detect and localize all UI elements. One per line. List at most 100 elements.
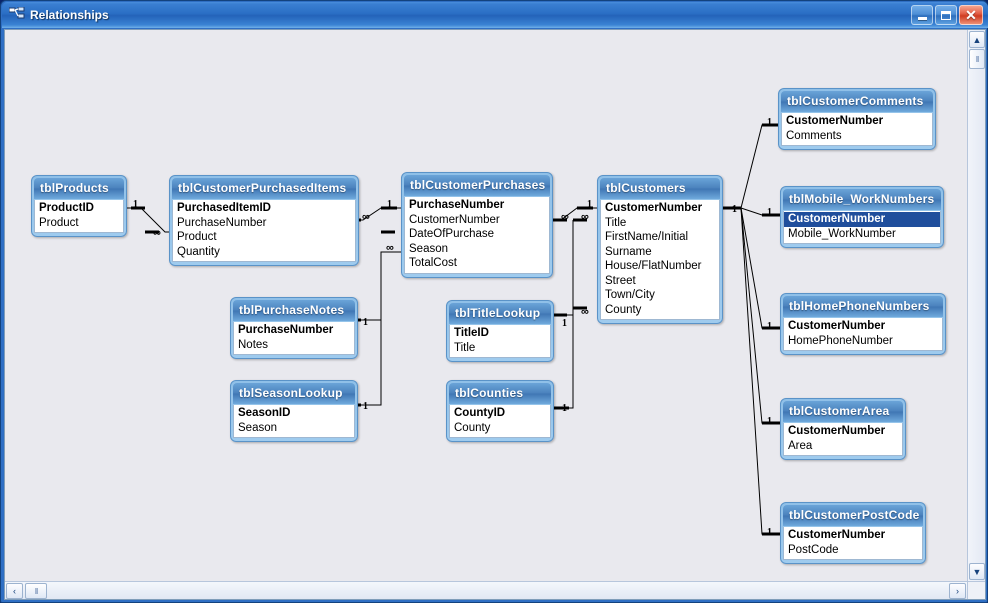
chevron-right-icon: › bbox=[956, 586, 959, 596]
thumb-grip-icon: ‖ bbox=[975, 54, 979, 64]
table-field[interactable]: Quantity bbox=[177, 245, 220, 258]
table-field[interactable]: Notes bbox=[238, 338, 269, 351]
table-field[interactable]: SeasonID bbox=[238, 407, 291, 419]
table-title[interactable]: tblCustomerComments bbox=[781, 91, 933, 112]
table-field[interactable]: Area bbox=[788, 439, 813, 452]
table-field[interactable]: Season bbox=[238, 421, 278, 434]
chevron-left-icon: ‹ bbox=[13, 586, 16, 596]
table-field[interactable]: PurchasedItemID bbox=[177, 202, 271, 214]
table-field[interactable]: Product bbox=[177, 231, 217, 243]
relationship-line[interactable] bbox=[359, 320, 382, 406]
table-title[interactable]: tblCounties bbox=[449, 383, 551, 404]
scroll-left-button[interactable]: ‹ bbox=[6, 583, 23, 599]
maximize-icon bbox=[941, 10, 951, 20]
table-title[interactable]: tblTitleLookup bbox=[449, 303, 551, 324]
table-title[interactable]: tblProducts bbox=[34, 178, 124, 199]
cardinality-one-label: 1 bbox=[562, 318, 567, 329]
scroll-down-button[interactable]: ▼ bbox=[969, 563, 985, 580]
cardinality-many-label: ∞ bbox=[362, 211, 370, 223]
table-field[interactable]: Title bbox=[454, 341, 476, 354]
table-title[interactable]: tblHomePhoneNumbers bbox=[783, 296, 943, 317]
cardinality-one-label: 1 bbox=[767, 416, 772, 427]
relationship-line[interactable] bbox=[127, 207, 169, 233]
table-title[interactable]: tblCustomers bbox=[600, 178, 720, 199]
window-titlebar[interactable]: Relationships ✕ bbox=[2, 2, 988, 28]
table-title[interactable]: tblCustomerArea bbox=[783, 401, 903, 422]
table-field[interactable]: CustomerNumber bbox=[784, 212, 940, 227]
table-field[interactable]: County bbox=[605, 303, 642, 316]
vertical-scroll-thumb[interactable]: ‖ bbox=[969, 49, 985, 69]
thumb-grip-icon: ‖ bbox=[34, 586, 38, 596]
table-field[interactable]: CustomerNumber bbox=[409, 213, 500, 226]
table-field[interactable]: Product bbox=[39, 216, 79, 229]
relationship-line[interactable] bbox=[359, 251, 401, 321]
table-field[interactable]: CustomerNumber bbox=[788, 425, 886, 437]
relationship-line[interactable] bbox=[740, 207, 780, 535]
table-field[interactable]: PurchaseNumber bbox=[409, 199, 505, 211]
table-field[interactable]: Comments bbox=[786, 129, 842, 142]
table-field-list: CountyID County bbox=[449, 405, 551, 438]
table-field[interactable]: House/FlatNumber bbox=[605, 260, 702, 272]
relationship-line[interactable] bbox=[553, 220, 574, 316]
table-field[interactable]: County bbox=[454, 421, 491, 434]
table-field[interactable]: CountyID bbox=[454, 407, 506, 419]
table-title[interactable]: tblCustomerPostCode bbox=[783, 505, 923, 526]
table-field[interactable]: PurchaseNumber bbox=[238, 324, 334, 336]
table-field[interactable]: Surname bbox=[605, 245, 652, 258]
table-field[interactable]: CustomerNumber bbox=[786, 115, 884, 127]
table-field[interactable]: CustomerNumber bbox=[605, 202, 703, 214]
cardinality-one-label: 1 bbox=[363, 317, 368, 328]
maximize-button[interactable] bbox=[935, 5, 957, 25]
scroll-up-button[interactable]: ▲ bbox=[969, 31, 985, 48]
table-field[interactable]: Town/City bbox=[605, 289, 655, 301]
table-field[interactable]: PostCode bbox=[788, 543, 839, 556]
table-field[interactable]: Title bbox=[605, 216, 627, 229]
table-field[interactable]: Mobile_WorkNumber bbox=[788, 227, 896, 240]
table-title[interactable]: tblPurchaseNotes bbox=[233, 300, 355, 321]
table-field[interactable]: TitleID bbox=[454, 327, 489, 339]
table-field[interactable]: PurchaseNumber bbox=[177, 216, 267, 229]
horizontal-scroll-thumb[interactable]: ‖ bbox=[25, 583, 47, 599]
table-field[interactable]: ProductID bbox=[39, 202, 94, 214]
relationship-line[interactable] bbox=[723, 124, 778, 209]
table-title[interactable]: tblCustomerPurchases bbox=[404, 175, 550, 196]
scroll-right-button[interactable]: › bbox=[949, 583, 966, 599]
table-field[interactable]: HomePhoneNumber bbox=[788, 334, 893, 347]
table-title[interactable]: tblCustomerPurchasedItems bbox=[172, 178, 356, 199]
cardinality-one-label: 1 bbox=[133, 199, 138, 210]
table-field[interactable]: CustomerNumber bbox=[788, 320, 886, 332]
table-field[interactable]: Season bbox=[409, 242, 449, 255]
table-field[interactable]: TotalCost bbox=[409, 257, 457, 269]
chevron-up-icon: ▲ bbox=[972, 34, 982, 45]
table-title[interactable]: tblMobile_WorkNumbers bbox=[783, 189, 941, 210]
table-field[interactable]: FirstName/Initial bbox=[605, 231, 689, 243]
table-title[interactable]: tblSeasonLookup bbox=[233, 383, 355, 404]
horizontal-scrollbar[interactable]: ‹ ‖ › bbox=[5, 581, 967, 599]
minimize-button[interactable] bbox=[911, 5, 933, 25]
table-field[interactable]: DateOfPurchase bbox=[409, 228, 495, 240]
table-field[interactable]: CustomerNumber bbox=[788, 529, 886, 541]
table-field[interactable]: Street bbox=[605, 274, 636, 287]
cardinality-many-label: ∞ bbox=[581, 211, 589, 223]
close-button[interactable]: ✕ bbox=[959, 5, 983, 25]
vertical-scrollbar[interactable]: ▲ ‖ ▼ bbox=[967, 30, 985, 581]
